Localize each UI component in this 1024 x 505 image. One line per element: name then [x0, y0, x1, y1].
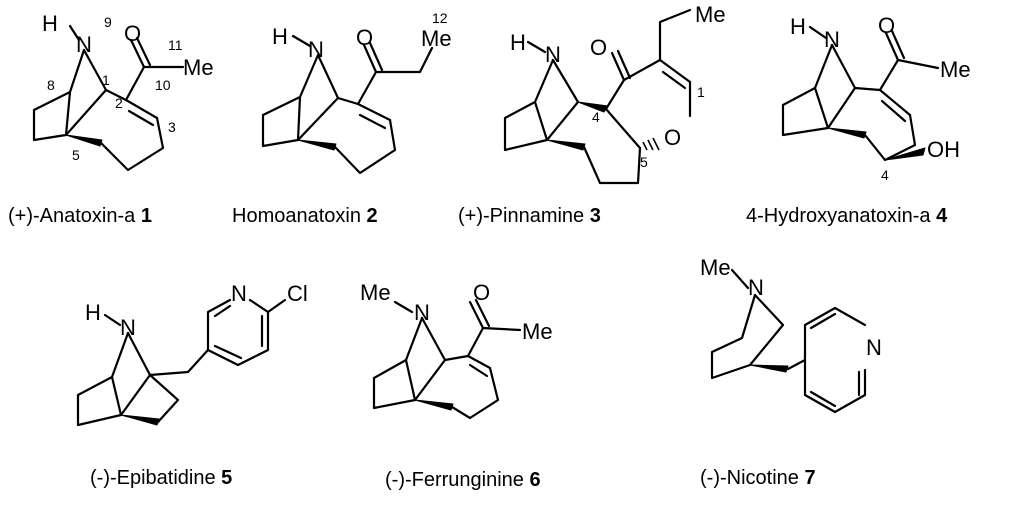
pyridine-nitrogen-atom: N — [231, 281, 247, 306]
atom-number-1: 1 — [697, 84, 705, 100]
atom-number-9: 9 — [104, 14, 112, 30]
nitrogen-atom: N — [545, 42, 561, 67]
nitrogen-atom: N — [748, 275, 764, 300]
methyl-group: Me — [183, 55, 214, 80]
structure-epibatidine: H N N Cl — [76, 281, 308, 427]
nitrogen-atom: N — [76, 32, 92, 57]
compound-label-7: (-)-Nicotine 7 — [700, 467, 816, 489]
atom-number-4: 4 — [592, 109, 600, 125]
atom-number-2: 2 — [115, 95, 123, 111]
atom-number-12: 12 — [432, 10, 448, 26]
oxygen-atom: O — [473, 280, 490, 305]
compound-label-1: (+)-Anatoxin-a 1 — [8, 205, 152, 227]
ketone-oxygen-atom: O — [590, 35, 607, 60]
nitrogen-atom: N — [414, 300, 430, 325]
compound-label-2: Homoanatoxin 2 — [232, 205, 378, 227]
pyridine-nitrogen-atom: N — [866, 335, 882, 360]
structure-pinnamine: H N O O Me 4 1 5 — [503, 2, 726, 185]
oxygen-atom: O — [124, 21, 141, 46]
nitrogen-atom: N — [308, 37, 324, 62]
atom-number-11: 11 — [168, 37, 183, 53]
atom-number-3: 3 — [168, 119, 176, 135]
methyl-group: Me — [940, 57, 971, 82]
compound-label-6: (-)-Ferrunginine 6 — [385, 469, 541, 491]
methyl-group: Me — [522, 319, 553, 344]
hydrogen-atom: H — [272, 24, 288, 49]
structure-anatoxin-a: H N O Me 9 1 2 3 5 8 10 11 — [32, 11, 214, 172]
methyl-group: Me — [421, 26, 452, 51]
nitrogen-atom: N — [120, 315, 136, 340]
atom-number-5: 5 — [72, 147, 80, 163]
hydrogen-atom: H — [510, 30, 526, 55]
ring-oxygen-atom: O — [664, 125, 681, 150]
atom-number-1: 1 — [102, 72, 110, 88]
hydroxyl-group: OH — [927, 137, 960, 162]
hydrogen-atom: H — [790, 14, 806, 39]
oxygen-atom: O — [356, 25, 373, 50]
structure-4-hydroxyanatoxin-a: H N O Me OH 4 — [781, 13, 971, 183]
chlorine-atom: Cl — [287, 281, 308, 306]
atom-number-4: 4 — [881, 167, 889, 183]
structure-homoanatoxin: H N O Me 12 — [261, 10, 452, 175]
methyl-group-n: Me — [360, 280, 391, 305]
nitrogen-atom: N — [824, 27, 840, 52]
compound-label-4: 4-Hydroxyanatoxin-a 4 — [746, 205, 948, 227]
atom-number-5: 5 — [640, 154, 648, 170]
hydrogen-atom: H — [85, 300, 101, 325]
hydrogen-atom: H — [42, 11, 58, 36]
atom-number-10: 10 — [155, 77, 171, 93]
methyl-group-n: Me — [700, 255, 731, 280]
methyl-group: Me — [695, 2, 726, 27]
compound-label-3: (+)-Pinnamine 3 — [458, 205, 601, 227]
structure-ferrunginine: Me N O Me — [360, 280, 553, 420]
atom-number-8: 8 — [47, 77, 55, 93]
oxygen-atom: O — [878, 13, 895, 38]
compound-label-5: (-)-Epibatidine 5 — [90, 467, 232, 489]
structure-nicotine: Me N N — [700, 255, 882, 414]
